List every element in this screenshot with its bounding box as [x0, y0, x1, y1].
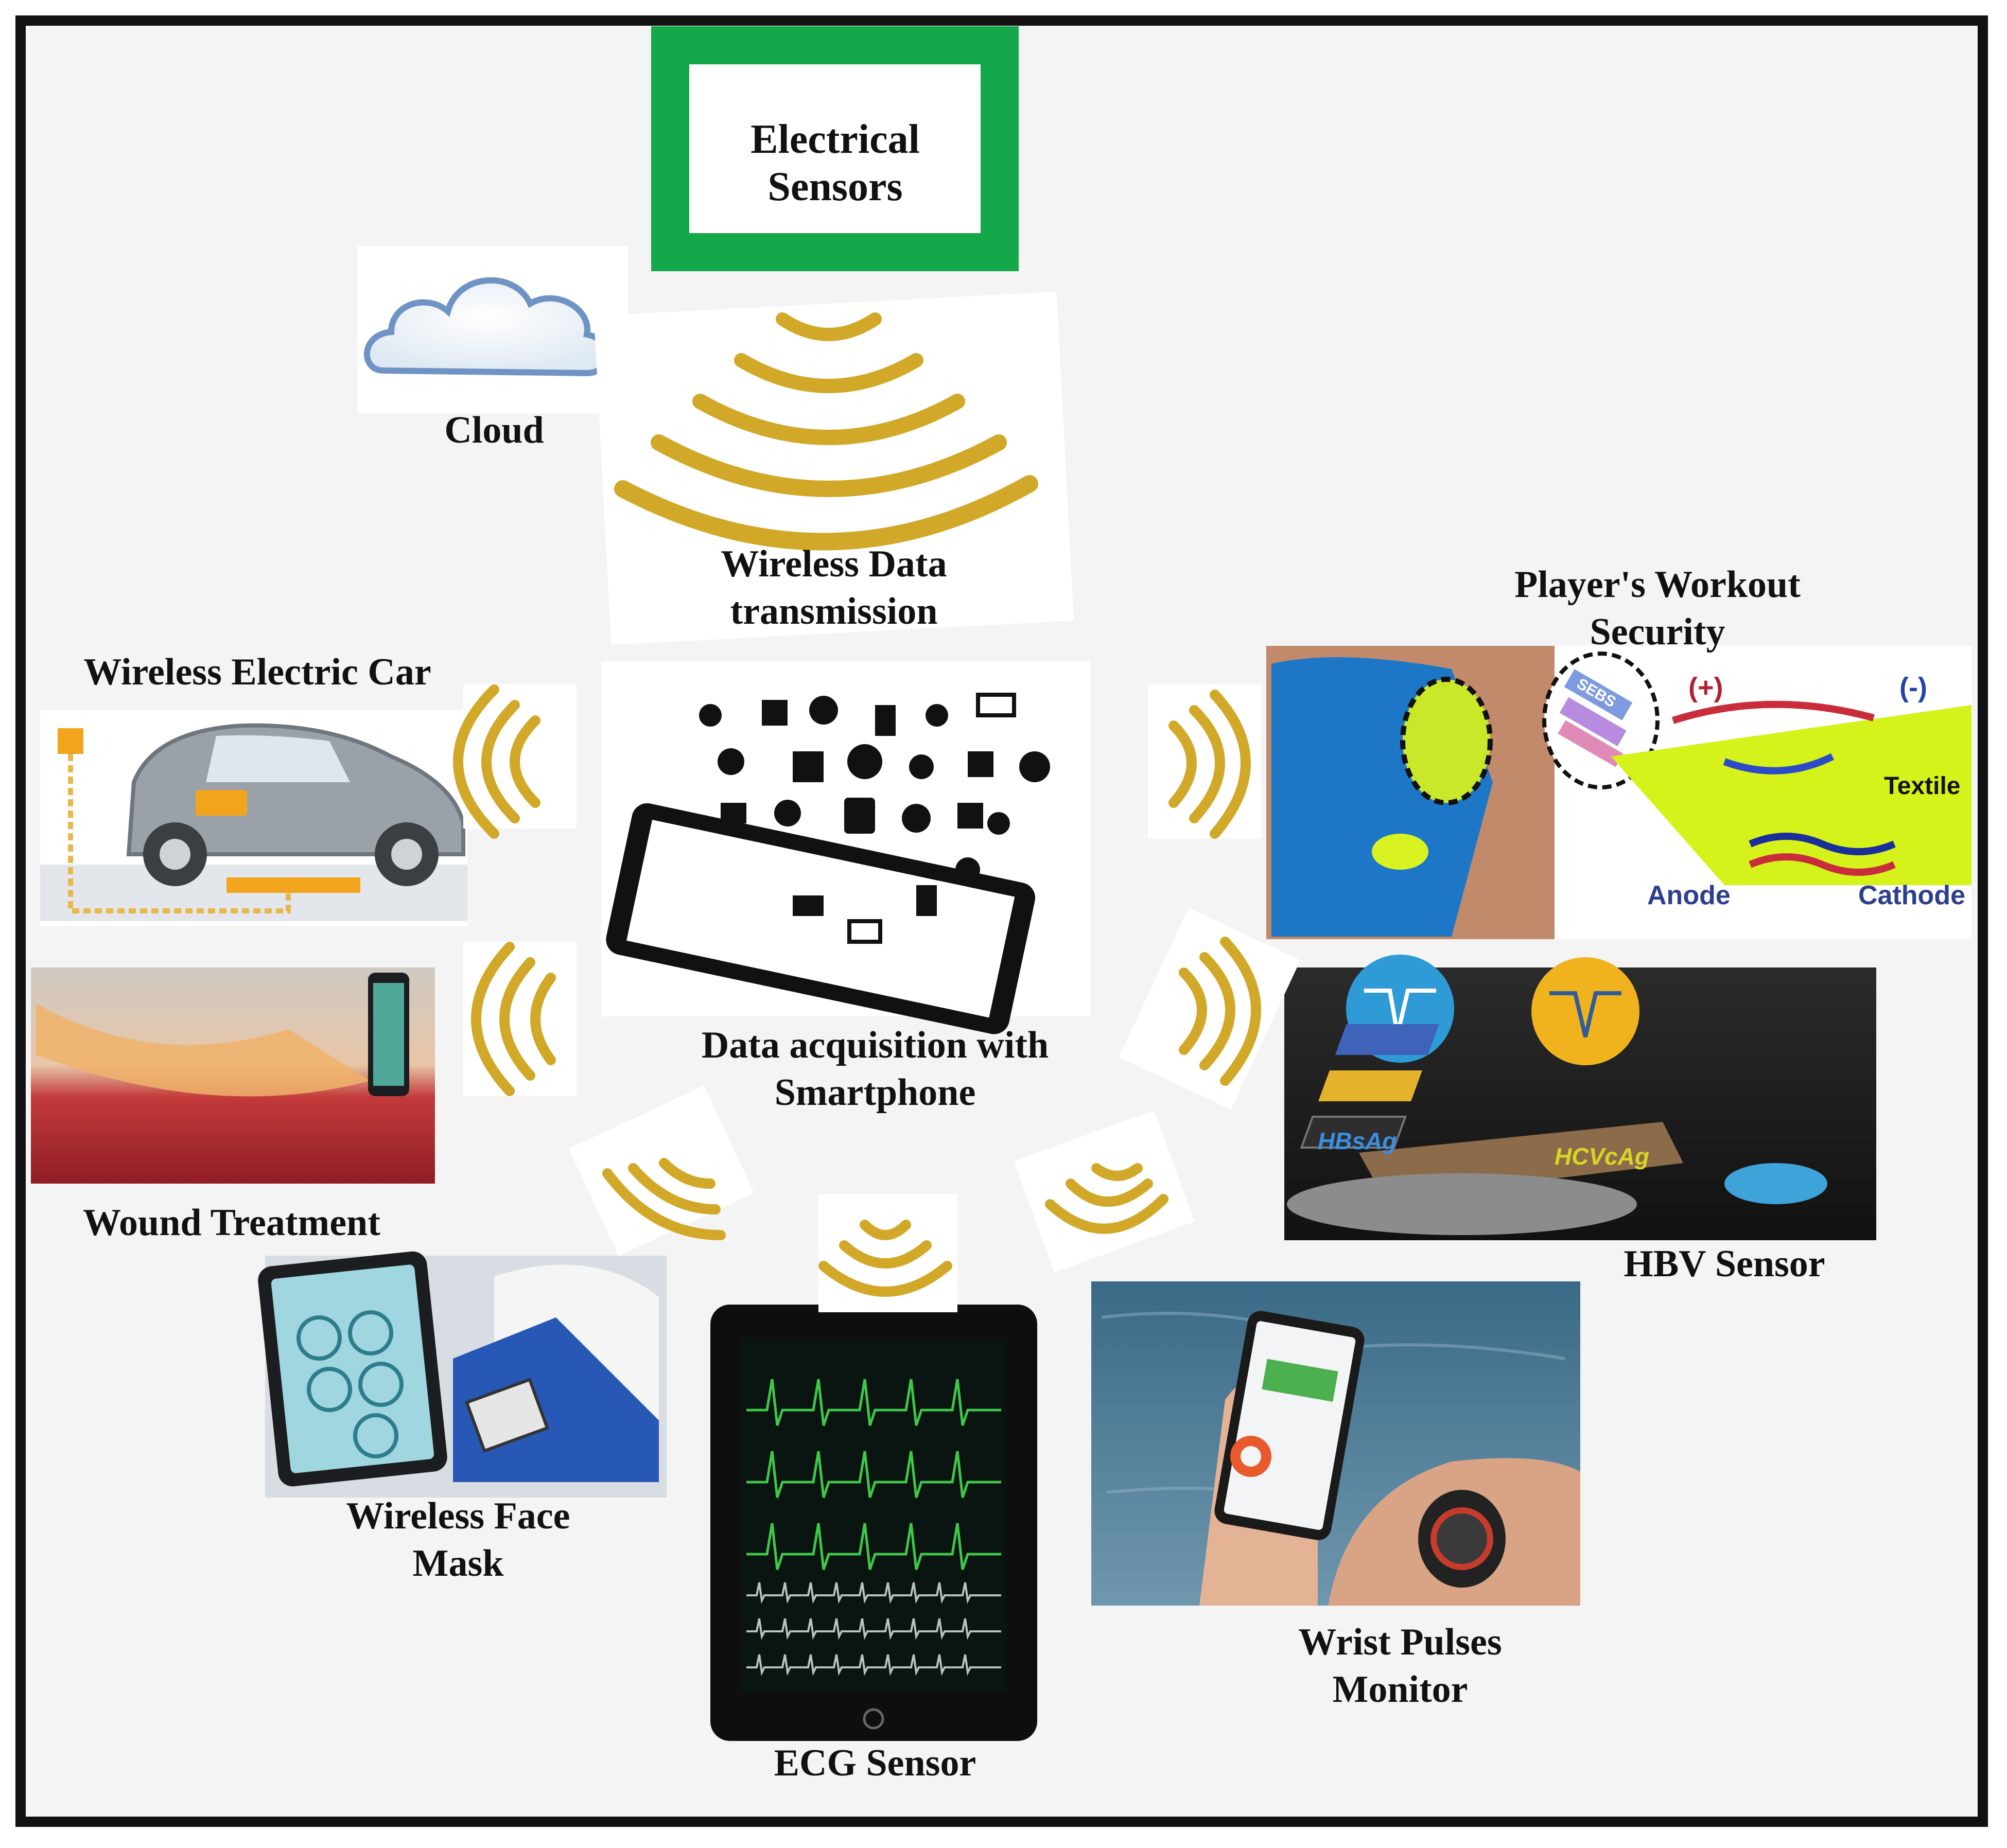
outer-frame	[15, 15, 1988, 1827]
wristband	[1372, 834, 1428, 870]
ecg-waveforms	[746, 1379, 1001, 1570]
wound-patch	[36, 1004, 371, 1097]
label-wrist-pulses-monitor: Wrist Pulses Monitor	[1246, 1618, 1555, 1713]
label-player-line-2: Security	[1590, 611, 1725, 653]
hbv-disc	[1287, 1173, 1637, 1235]
label-wrist-line-1: Wrist Pulses	[1298, 1621, 1502, 1663]
arcs-bottom-right	[1014, 1110, 1195, 1273]
tablet-home-button	[863, 1708, 884, 1730]
wireless-tile	[594, 291, 1074, 645]
label-wireless-line-1: Wireless Data	[721, 543, 947, 585]
label-data-acquisition-smartphone: Data acquisition with Smartphone	[669, 1022, 1081, 1116]
charging-cable	[68, 754, 291, 913]
label-smartphone-line-1: Data acquisition with	[701, 1024, 1049, 1066]
label-wound-treatment: Wound Treatment	[83, 1202, 380, 1244]
label-player-line-1: Player's Workout	[1514, 564, 1801, 606]
label-wireless-data-transmission: Wireless Data transmission	[659, 540, 1009, 635]
electrical-sensors-box	[651, 26, 1019, 271]
inset-textile: Textile	[1884, 772, 1961, 800]
charger-post	[58, 728, 83, 754]
label-cloud: Cloud	[444, 409, 544, 451]
arcs-right-top	[1148, 684, 1261, 839]
textile-strip	[1611, 705, 1971, 885]
arcs-bottom-left	[568, 1085, 755, 1256]
arcs-right-bottom	[1119, 908, 1301, 1110]
label-hbv-sensor: HBV Sensor	[1624, 1243, 1825, 1285]
label-wireless-electric-car: Wireless Electric Car	[83, 651, 431, 693]
inset-hcvcag: HCVcAg	[1555, 1143, 1650, 1170]
wireless-arcs-icon	[614, 312, 1038, 551]
inset-plus: (+)	[1688, 672, 1723, 703]
chest-sensor-magnifier	[1400, 677, 1493, 805]
hbv-signal-right	[1531, 957, 1639, 1065]
smartphone-icon	[606, 803, 1036, 1034]
label-wrist-line-2: Monitor	[1332, 1668, 1468, 1711]
arcs-left-top	[453, 684, 577, 839]
title-line-2: Sensors	[767, 164, 903, 209]
label-ecg-sensor: ECG Sensor	[774, 1742, 976, 1784]
label-smartphone-line-2: Smartphone	[774, 1071, 976, 1114]
inset-hbsag: HBsAg	[1318, 1128, 1397, 1154]
inset-cathode: Cathode	[1858, 881, 1965, 910]
arcs-left-bottom	[463, 942, 577, 1096]
battery-icon	[196, 790, 247, 816]
label-wireless-line-2: transmission	[730, 590, 938, 632]
title-electrical-sensors: Electrical Sensors	[690, 116, 981, 210]
inset-anode: Anode	[1647, 881, 1731, 910]
label-wireless-face-mask: Wireless Face Mask	[288, 1492, 628, 1587]
arcs-bottom-center	[818, 1194, 957, 1312]
signal-arcs	[453, 684, 1301, 1312]
label-mask-line-1: Wireless Face	[346, 1495, 570, 1537]
label-players-workout-security: Player's Workout Security	[1472, 561, 1843, 656]
ecg-screen	[741, 1338, 1006, 1693]
charging-pad	[226, 877, 360, 893]
inset-minus: (-)	[1899, 672, 1927, 703]
label-mask-line-2: Mask	[412, 1542, 504, 1585]
app-symbols-icon	[699, 693, 1050, 944]
title-line-1: Electrical	[751, 117, 920, 162]
